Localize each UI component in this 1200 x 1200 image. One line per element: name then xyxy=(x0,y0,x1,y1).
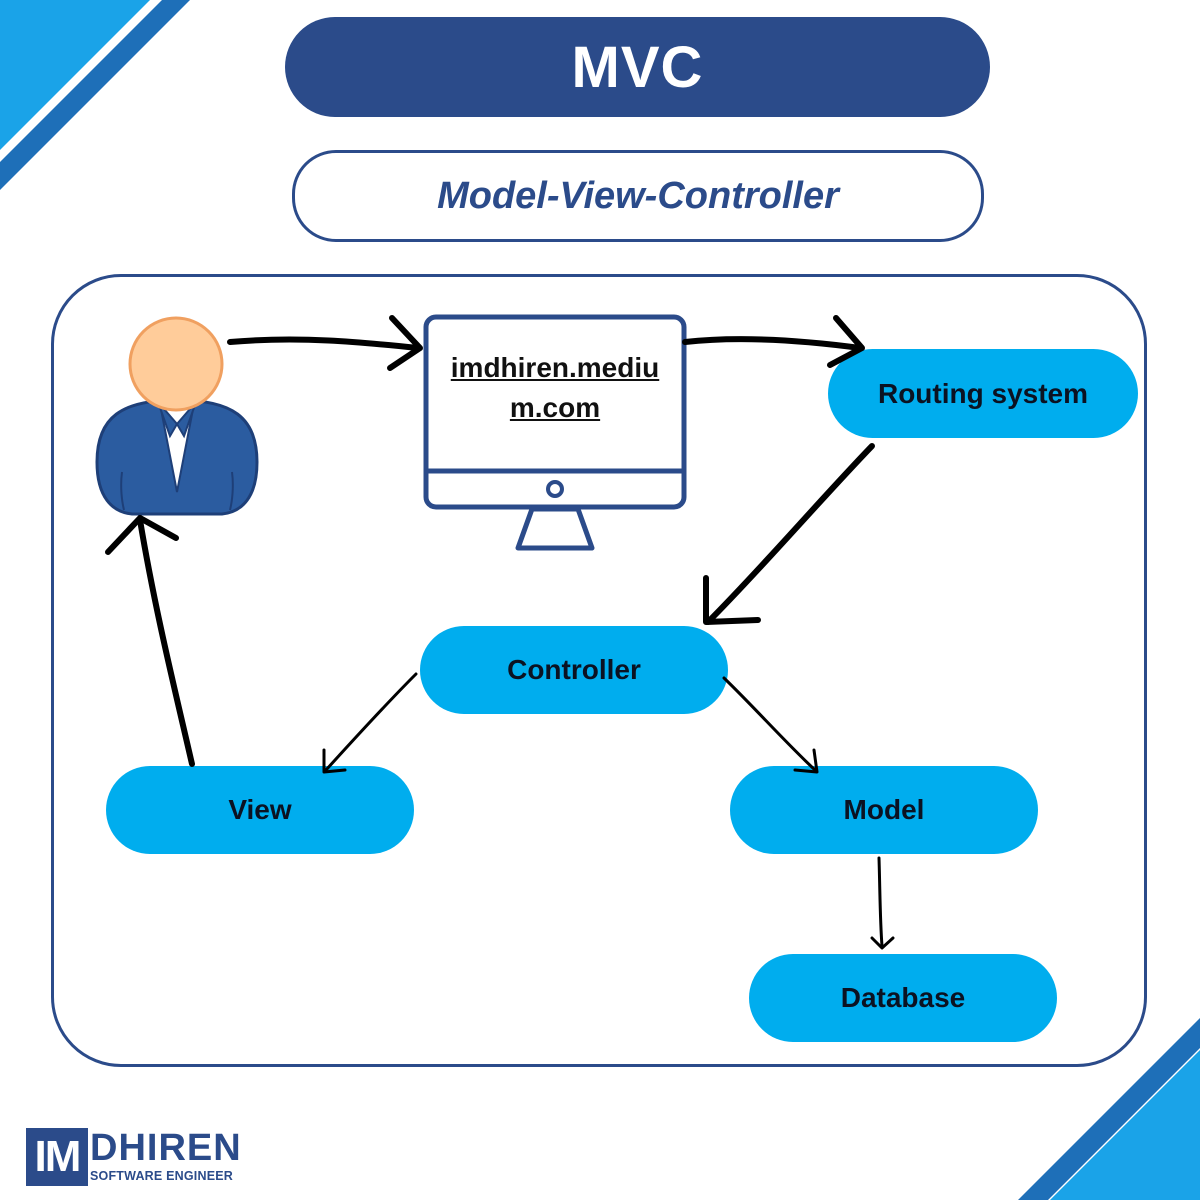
diagram-frame xyxy=(51,274,1147,1067)
arrow-icon xyxy=(827,315,865,368)
arrow-icon xyxy=(105,515,179,555)
arrow-icon xyxy=(877,856,884,948)
database-label: Database xyxy=(840,982,966,1013)
arrow-icon xyxy=(682,336,863,351)
corner-bottom-right-light xyxy=(1050,1050,1200,1200)
arrow-icon xyxy=(137,517,195,767)
view-label: View xyxy=(228,794,292,825)
arrow-icon xyxy=(793,748,819,774)
title-banner: MVC xyxy=(285,17,990,117)
model-node: Model xyxy=(730,766,1038,854)
controller-label: Controller xyxy=(507,654,641,685)
arrow-icon xyxy=(870,936,895,950)
corner-top-left-dark xyxy=(0,0,190,190)
routing-system-label: Routing system xyxy=(877,377,1089,409)
arrow-icon xyxy=(227,336,421,351)
monitor-icon xyxy=(423,314,687,551)
arrow-icon xyxy=(387,315,423,371)
controller-node: Controller xyxy=(420,626,728,714)
arrow-icon xyxy=(705,443,875,625)
arrow-icon xyxy=(703,575,761,625)
logo-name: DHIREN xyxy=(90,1127,242,1169)
subtitle-banner: Model-View-Controller xyxy=(292,150,984,242)
arrow-icon xyxy=(322,748,347,774)
page-title: MVC xyxy=(571,34,704,100)
logo-tagline: SOFTWARE ENGINEER xyxy=(90,1169,233,1183)
arrow-icon xyxy=(722,676,817,772)
corner-bottom-right-dark xyxy=(1018,1018,1200,1200)
view-node: View xyxy=(106,766,414,854)
page-subtitle: Model-View-Controller xyxy=(437,174,839,217)
routing-system-node: Routing system xyxy=(828,349,1138,438)
model-label: Model xyxy=(843,794,925,825)
arrow-icon xyxy=(324,672,418,772)
website-link[interactable]: imdhiren.medium.com xyxy=(450,352,660,423)
logo-mark: IM xyxy=(26,1128,88,1186)
person-icon xyxy=(95,316,259,516)
database-node: Database xyxy=(749,954,1057,1042)
corner-top-left-light xyxy=(0,0,150,150)
